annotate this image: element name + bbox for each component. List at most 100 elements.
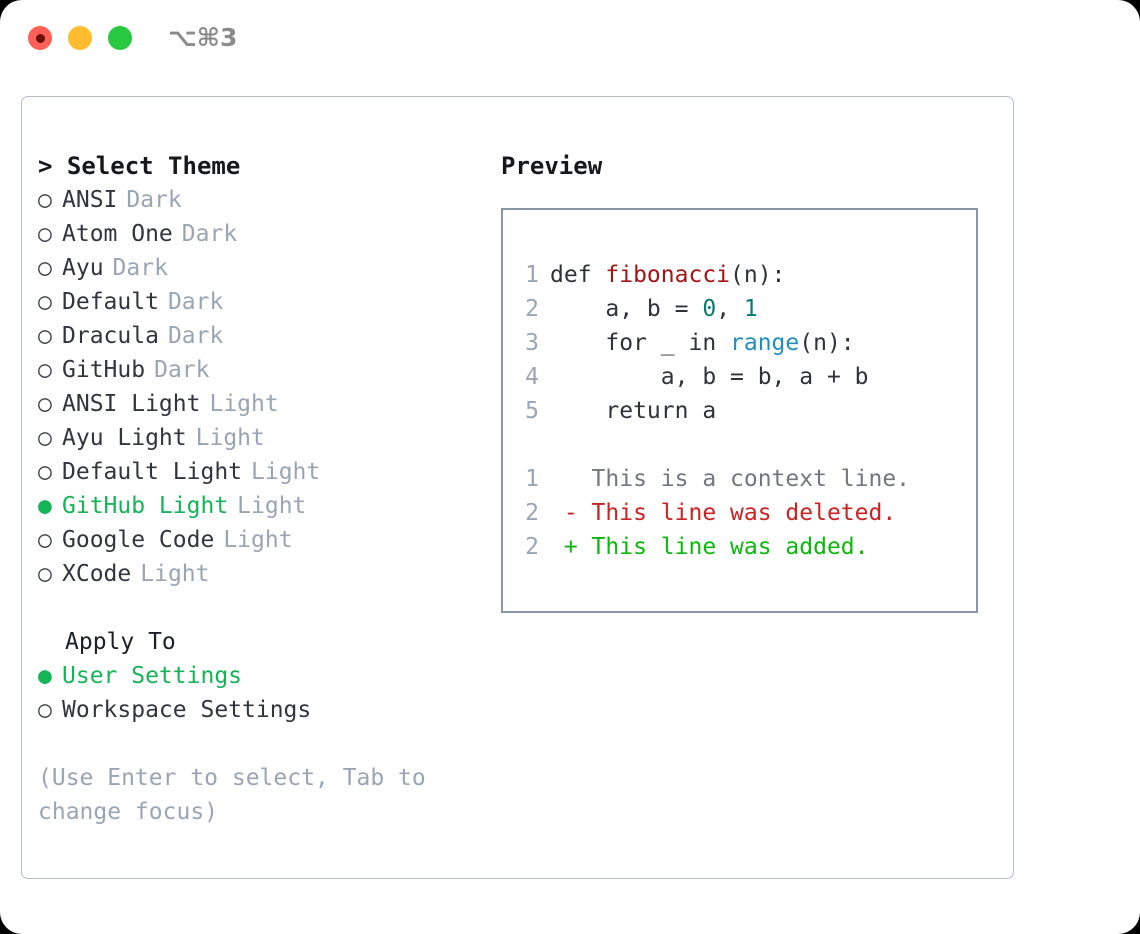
title-bar: ⌥⌘3 — [0, 0, 1140, 78]
code-token: for _ in — [550, 330, 731, 356]
theme-option-category: Light — [140, 561, 210, 587]
diff-text: This line was deleted. — [591, 500, 897, 526]
theme-option-label: ANSI — [62, 187, 118, 213]
radio-unselected-icon: ○ — [38, 391, 52, 417]
theme-option-category: Light — [223, 527, 293, 553]
theme-option[interactable]: ○ Ayu Dark — [38, 251, 508, 285]
radio-selected-icon: ● — [38, 663, 52, 689]
code-line: 5 return a — [517, 394, 976, 428]
radio-unselected-icon: ○ — [38, 357, 52, 383]
theme-option-category: Light — [237, 493, 307, 519]
code-line: 3 for _ in range(n): — [517, 326, 976, 360]
code-line-number: 1 — [525, 262, 539, 288]
theme-option-label: XCode — [62, 561, 132, 587]
apply-to-list: ● User Settings ○ Workspace Settings — [38, 659, 508, 727]
code-token: fibonacci — [605, 262, 731, 288]
code-line: 1 def fibonacci(n): — [517, 258, 976, 292]
diff-sample: 1 This is a context line.2 - This line w… — [517, 462, 976, 564]
diff-line-number: 2 — [525, 500, 539, 526]
code-token: (n): — [799, 330, 855, 356]
maximize-window-button[interactable] — [108, 26, 132, 50]
keyboard-shortcut-label: ⌥⌘3 — [168, 23, 238, 52]
code-token: def — [550, 262, 606, 288]
theme-option[interactable]: ○ ANSI Dark — [38, 183, 508, 217]
code-token: a, b = b, a + b — [550, 364, 869, 390]
radio-unselected-icon: ○ — [38, 255, 52, 281]
code-line-number: 3 — [525, 330, 539, 356]
diff-marker: - — [550, 500, 592, 526]
close-window-button[interactable] — [28, 26, 52, 50]
diff-line: 2 - This line was deleted. — [517, 496, 976, 530]
theme-option-label: Default Light — [62, 459, 243, 485]
theme-option-label: Atom One — [62, 221, 173, 247]
theme-option-category: Dark — [167, 323, 224, 349]
code-token: , — [716, 296, 744, 322]
theme-option[interactable]: ○ Dracula Dark — [38, 319, 508, 353]
theme-option-category: Dark — [112, 255, 168, 281]
theme-option-category: Light — [251, 459, 321, 485]
code-token: range — [730, 330, 800, 356]
theme-option-category: Dark — [126, 187, 182, 213]
traffic-lights — [28, 26, 132, 50]
code-token: (n): — [730, 262, 786, 288]
diff-marker — [550, 466, 592, 492]
radio-unselected-icon: ○ — [38, 459, 52, 485]
theme-option-label: Ayu Light — [62, 425, 187, 451]
theme-option-label: Default — [62, 289, 159, 315]
theme-option-category: Light — [209, 391, 279, 417]
diff-line: 2 + This line was added. — [517, 530, 976, 564]
diff-line-number: 1 — [525, 466, 539, 492]
code-line: 2 a, b = 0, 1 — [517, 292, 976, 326]
apply-to-heading: Apply To — [65, 629, 176, 655]
theme-option[interactable]: ○ GitHub Dark — [38, 353, 508, 387]
diff-text: This is a context line. — [591, 466, 911, 492]
code-token: a, b = — [550, 296, 703, 322]
select-theme-heading: > Select Theme — [38, 152, 241, 180]
theme-option-label: Dracula — [62, 323, 159, 349]
radio-selected-icon: ● — [38, 493, 52, 519]
diff-line: 1 This is a context line. — [517, 462, 976, 496]
code-line-number: 2 — [525, 296, 539, 322]
theme-option[interactable]: ○ Default Light Light — [38, 455, 508, 489]
theme-option-label: Google Code — [62, 527, 215, 553]
radio-unselected-icon: ○ — [38, 323, 52, 349]
code-token: return a — [550, 398, 717, 424]
diff-marker: + — [550, 534, 592, 560]
theme-option-label: GitHub Light — [62, 493, 229, 519]
radio-unselected-icon: ○ — [38, 527, 52, 553]
code-line-number: 5 — [525, 398, 539, 424]
code-line-number: 4 — [525, 364, 539, 390]
preview-heading: Preview — [501, 152, 603, 180]
minimize-window-button[interactable] — [68, 26, 92, 50]
theme-option-category: Dark — [167, 289, 224, 315]
theme-option-category: Dark — [181, 221, 238, 247]
radio-unselected-icon: ○ — [38, 697, 52, 723]
apply-to-option[interactable]: ○ Workspace Settings — [38, 693, 508, 727]
keyboard-hint-text: (Use Enter to select, Tab to change focu… — [38, 765, 440, 825]
diff-line-number: 2 — [525, 534, 539, 560]
radio-unselected-icon: ○ — [38, 187, 52, 213]
theme-option-category: Dark — [154, 357, 210, 383]
theme-option-label: Ayu — [62, 255, 104, 281]
apply-to-option-label: Workspace Settings — [62, 697, 312, 723]
apply-to-option-label: User Settings — [62, 663, 243, 689]
apply-to-option[interactable]: ● User Settings — [38, 659, 508, 693]
code-line: 4 a, b = b, a + b — [517, 360, 976, 394]
diff-text: This line was added. — [591, 534, 869, 560]
preview-spacer — [517, 428, 976, 462]
apply-to-section: Apply To ● User Settings ○ Workspace Settin… — [38, 625, 508, 727]
theme-option[interactable]: ○ Google Code Light — [38, 523, 508, 557]
theme-option-label: GitHub — [62, 357, 146, 383]
theme-option[interactable]: ● GitHub Light Light — [38, 489, 508, 523]
